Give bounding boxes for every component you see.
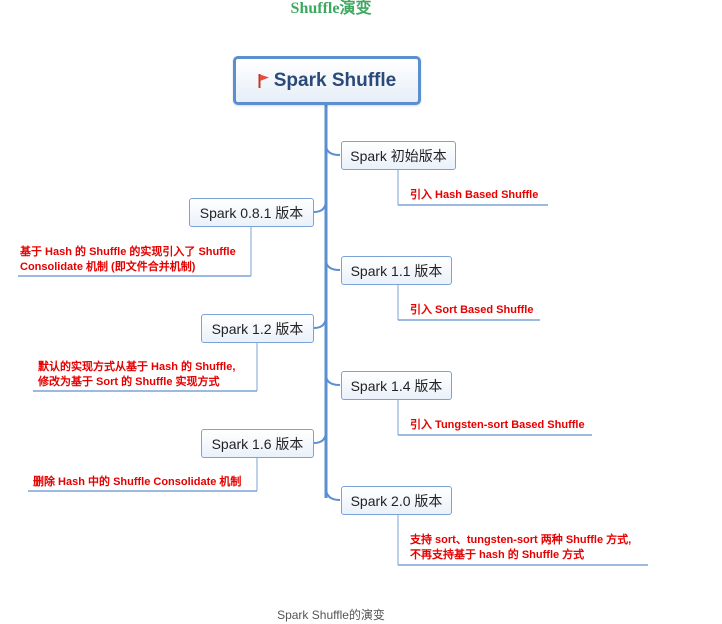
note-1-2: 默认的实现方式从基于 Hash 的 Shuffle, 修改为基于 Sort 的 … <box>38 360 235 390</box>
note-line: Consolidate 机制 (即文件合并机制) <box>20 261 196 273</box>
branch-label: Spark 2.0 版本 <box>350 492 443 509</box>
branch-node-1-4[interactable]: Spark 1.4 版本 <box>341 371 452 400</box>
note-line: 修改为基于 Sort 的 Shuffle 实现方式 <box>38 376 220 388</box>
note-connector-left-0 <box>18 227 252 277</box>
branch-node-1-2[interactable]: Spark 1.2 版本 <box>201 314 314 343</box>
branch-node-0-8-1[interactable]: Spark 0.8.1 版本 <box>189 198 314 227</box>
branch-connector-right-1 <box>325 259 341 271</box>
note-0-8-1: 基于 Hash 的 Shuffle 的实现引入了 Shuffle Consoli… <box>20 245 236 275</box>
note-2-0: 支持 sort、tungsten-sort 两种 Shuffle 方式, 不再支… <box>410 533 631 563</box>
note-tungsten-sort: 引入 Tungsten-sort Based Shuffle <box>410 418 585 433</box>
branch-node-1-6[interactable]: Spark 1.6 版本 <box>201 429 314 458</box>
branch-connector-right-3 <box>325 487 341 501</box>
note-line: 引入 Sort Based Shuffle <box>410 304 534 316</box>
page-title: Shuffle演变 <box>290 0 372 17</box>
branch-node-2-0[interactable]: Spark 2.0 版本 <box>341 486 452 515</box>
branch-label: Spark 初始版本 <box>350 147 447 164</box>
note-line: 引入 Hash Based Shuffle <box>410 189 539 201</box>
branch-label: Spark 1.2 版本 <box>211 320 304 337</box>
branch-label: Spark 1.1 版本 <box>350 262 443 279</box>
note-connector-right-1 <box>397 285 540 321</box>
note-sort-based: 引入 Sort Based Shuffle <box>410 303 533 318</box>
branch-label: Spark 0.8.1 版本 <box>199 204 304 221</box>
note-hash-based: 引入 Hash Based Shuffle <box>410 188 538 203</box>
note-connector-left-1 <box>33 343 258 392</box>
root-node[interactable]: Spark Shuffle <box>233 56 421 105</box>
note-line: 基于 Hash 的 Shuffle 的实现引入了 Shuffle <box>20 246 236 258</box>
branch-node-1-1[interactable]: Spark 1.1 版本 <box>341 256 452 285</box>
note-line: 不再支持基于 hash 的 Shuffle 方式 <box>410 549 585 561</box>
note-connector-left-2 <box>28 458 258 492</box>
red-flag-icon <box>258 73 269 88</box>
note-connector-right-3 <box>397 515 648 566</box>
branch-label: Spark 1.6 版本 <box>211 435 304 452</box>
note-connector-right-2 <box>397 400 592 436</box>
figure-caption: Spark Shuffle的演变 <box>277 608 385 622</box>
note-line: 支持 sort、tungsten-sort 两种 Shuffle 方式, <box>410 534 632 546</box>
note-line: 默认的实现方式从基于 Hash 的 Shuffle, <box>38 361 236 373</box>
root-label: Spark Shuffle <box>273 69 397 91</box>
branch-connector-left-0 <box>313 199 327 213</box>
branch-connector-right-0 <box>325 144 341 156</box>
branch-label: Spark 1.4 版本 <box>350 377 443 394</box>
note-connector-right-0 <box>397 170 548 206</box>
note-line: 引入 Tungsten-sort Based Shuffle <box>410 419 585 431</box>
branch-connector-left-2 <box>313 430 327 444</box>
branch-connector-left-1 <box>313 315 327 329</box>
note-1-6: 删除 Hash 中的 Shuffle Consolidate 机制 <box>33 475 241 490</box>
branch-connector-right-2 <box>325 374 341 386</box>
branch-node-initial[interactable]: Spark 初始版本 <box>341 141 456 170</box>
note-line: 删除 Hash 中的 Shuffle Consolidate 机制 <box>33 476 242 488</box>
